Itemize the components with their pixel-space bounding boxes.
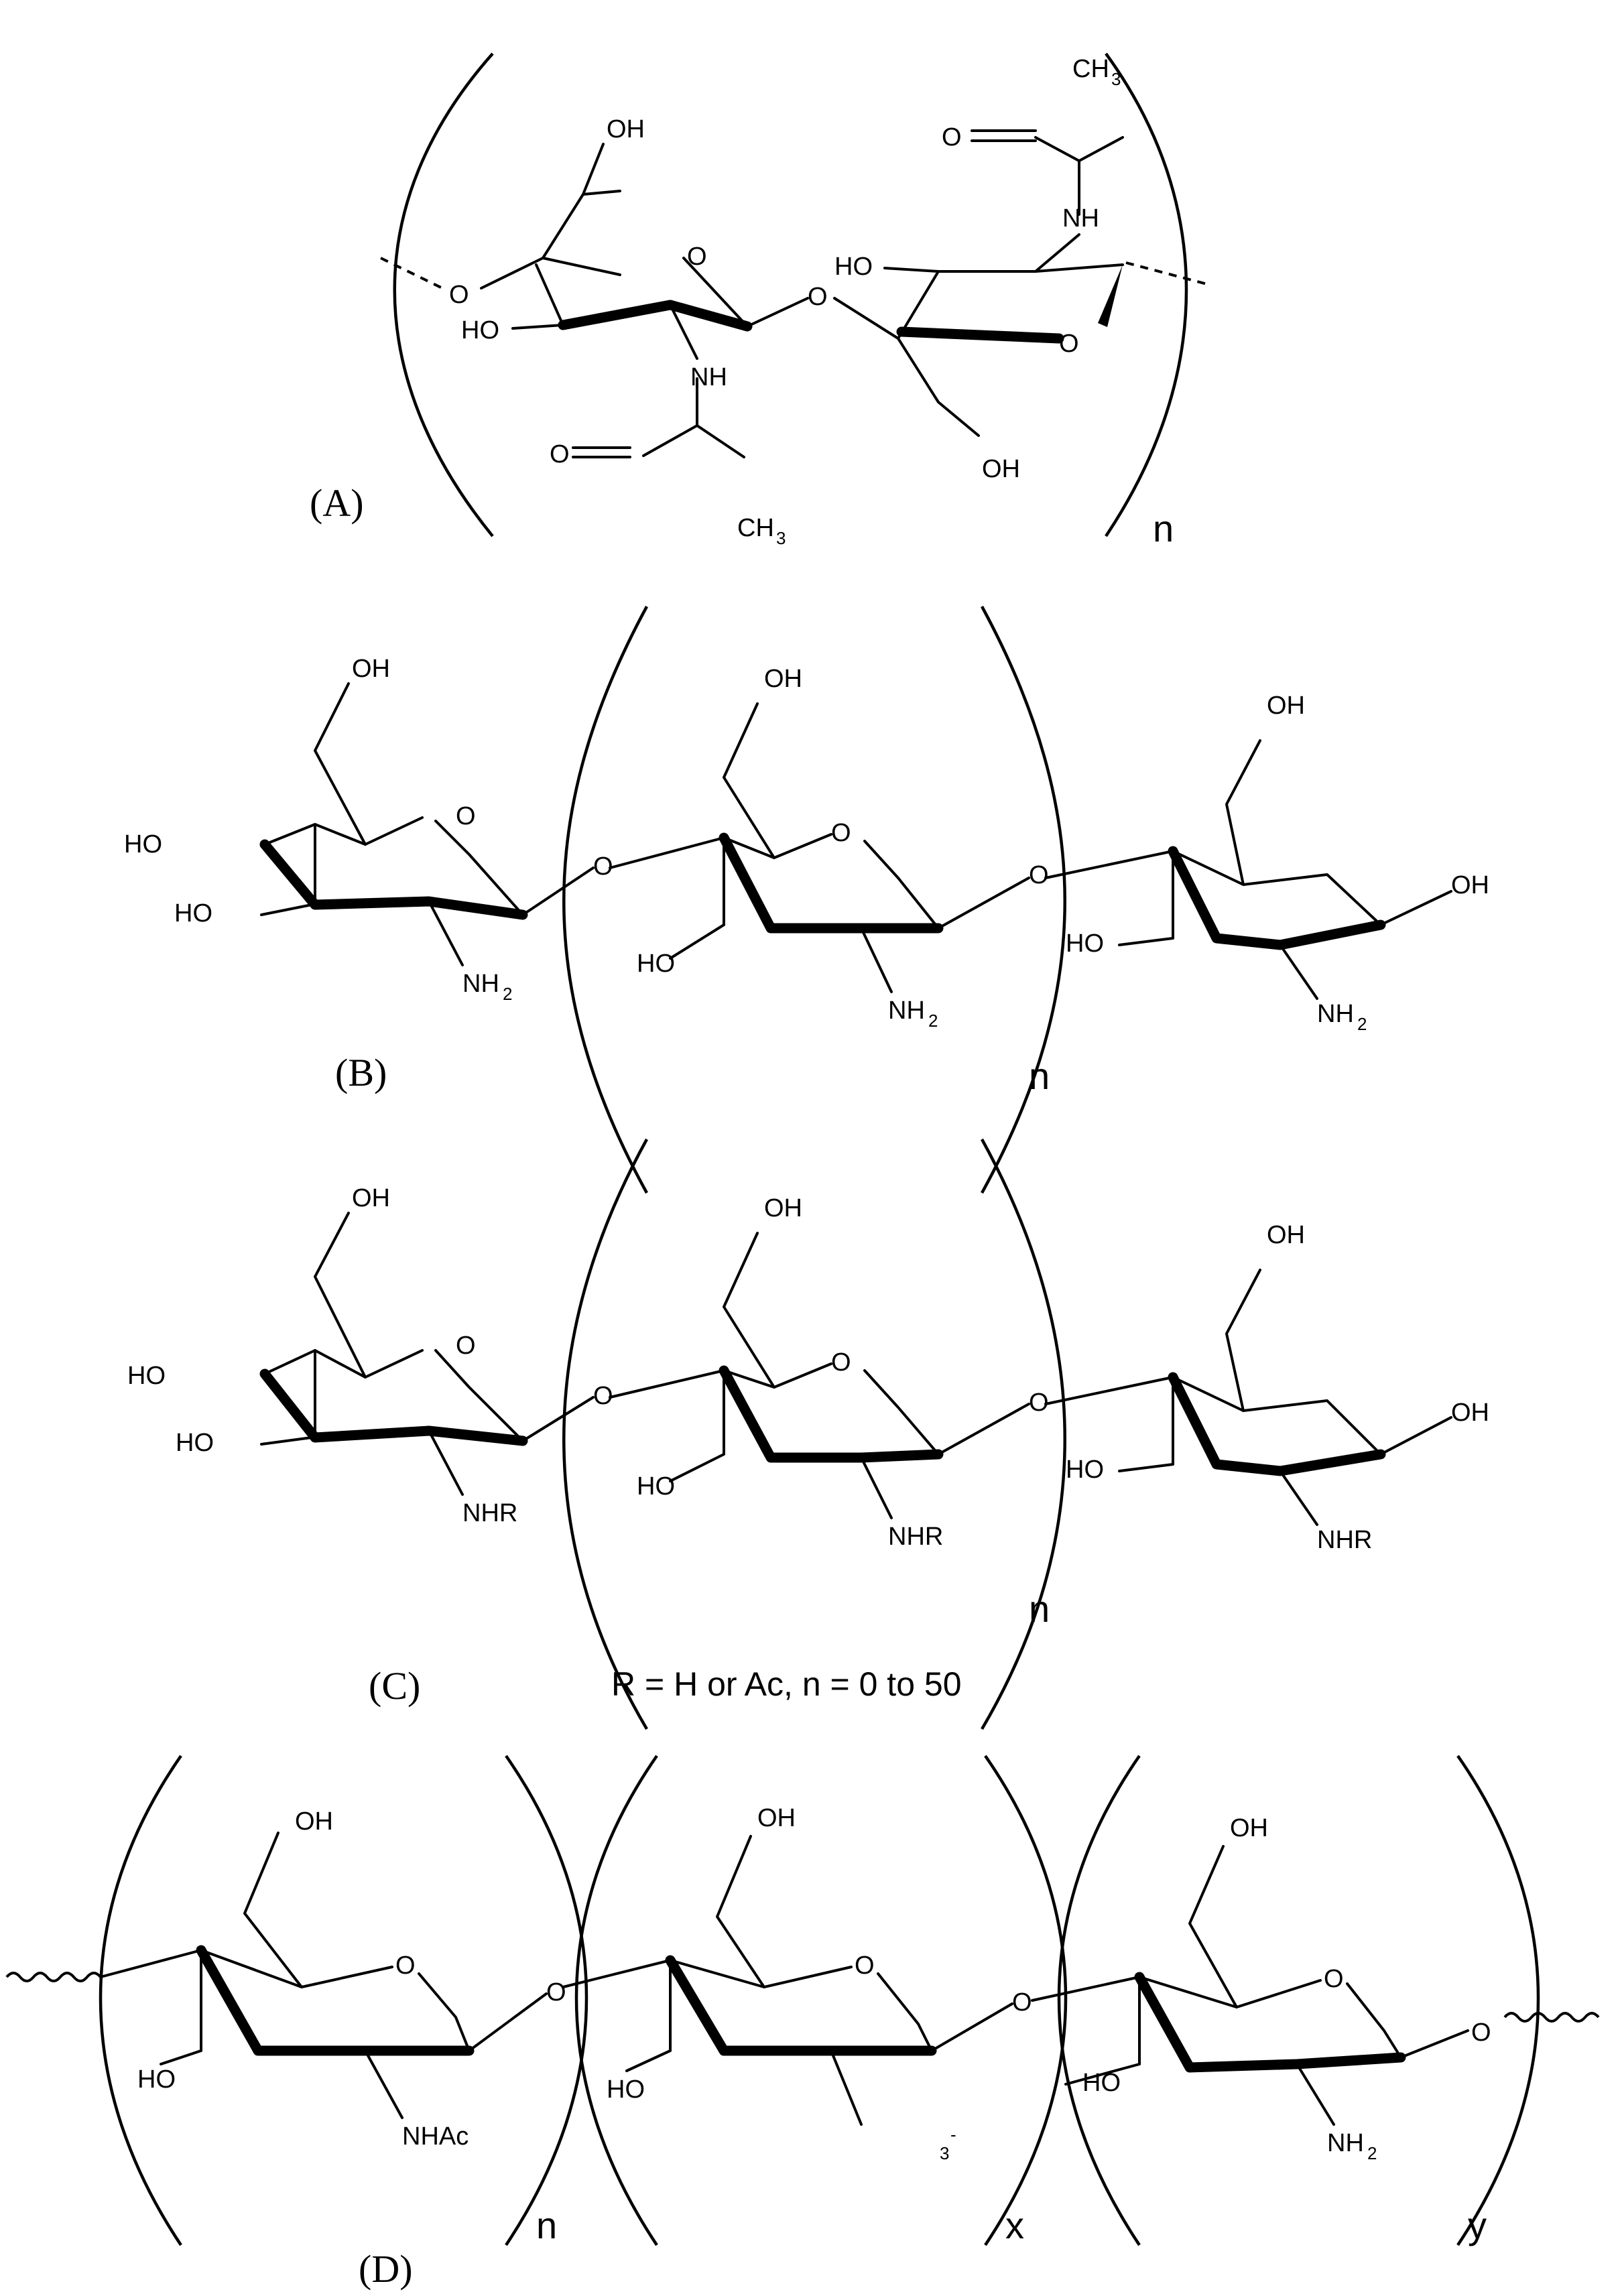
atom-oh: OH <box>1451 1399 1489 1427</box>
atom-nhr: NHR <box>888 1523 943 1551</box>
atom-subscript: 2 <box>1367 2143 1377 2163</box>
atom-ho: HO <box>1066 1456 1104 1484</box>
panel-a-open-paren <box>393 52 494 537</box>
panel-d-repeat-y: y <box>1468 2204 1487 2246</box>
atom-o: O <box>1471 2019 1491 2047</box>
atom-o: O <box>808 283 828 311</box>
atom-o: O <box>855 1952 875 1980</box>
atom-subscript: 2 <box>928 1011 938 1031</box>
atom-o: O <box>593 1382 613 1410</box>
atom-o: O <box>456 802 476 830</box>
atom-subscript: 3 <box>776 528 786 548</box>
panel-d-paren-n-close <box>505 1755 588 2246</box>
panel-c-label: (C) <box>369 1664 420 1708</box>
atom-ho: HO <box>607 2076 645 2104</box>
atom-ho: HO <box>137 2065 176 2094</box>
chain-continuation-left <box>5 1972 102 1982</box>
atom-o: O <box>1059 330 1079 358</box>
atom-o: O <box>593 852 613 881</box>
atom-ch3: CH <box>737 514 774 542</box>
atom-o: O <box>449 281 469 309</box>
panel-a-chitin: OH O O HO NH O CH 3 O HO O NH O CH 3 OH … <box>310 52 1210 550</box>
atom-ho: HO <box>176 1429 214 1457</box>
atom-ho: HO <box>461 316 499 344</box>
panel-a-close-paren <box>1105 52 1188 537</box>
atom-oh: OH <box>1230 1814 1268 1842</box>
atom-o: O <box>831 1348 851 1377</box>
panel-d-paren-x-close <box>984 1755 1068 2246</box>
atom-o: O <box>1324 1965 1344 1993</box>
atom-ho: HO <box>124 830 162 858</box>
atom-ho: HO <box>637 1472 675 1501</box>
atom-nh2: NH <box>1327 2129 1364 2157</box>
atom-nh2: NH <box>462 970 499 998</box>
atom-o: O <box>550 440 570 468</box>
atom-o: O <box>1029 861 1049 889</box>
panel-d-repeat-n: n <box>536 2204 557 2246</box>
atom-oh: OH <box>352 1184 390 1212</box>
panel-c-note: R = H or Ac, n = 0 to 50 <box>611 1665 962 1703</box>
atom-nh2: NH <box>888 997 925 1025</box>
atom-nhr: NHR <box>1317 1526 1372 1554</box>
atom-ho: HO <box>127 1362 166 1390</box>
panel-d-copolymer: OH O HO NHAc O OH O HO 3 - O OH O HO NH … <box>5 1755 1600 2291</box>
atom-oh: OH <box>764 665 802 693</box>
atom-oh: OH <box>295 1807 333 1836</box>
atom-oh: OH <box>764 1194 802 1222</box>
chain-continuation-right <box>1503 2012 1600 2023</box>
panel-c-open-paren <box>562 1138 648 1730</box>
atom-o: O <box>395 1952 416 1980</box>
atom-o: O <box>1029 1389 1049 1417</box>
atom-o: O <box>831 819 851 847</box>
panel-b-close-paren <box>981 605 1066 1194</box>
panel-d-paren-y-open <box>1057 1755 1141 2246</box>
atom-oh: OH <box>352 655 390 683</box>
atom-oh: OH <box>1451 871 1489 899</box>
panel-c-repeat-n: n <box>1029 1588 1050 1630</box>
panel-d-paren-x-open <box>574 1755 658 2246</box>
atom-ho: HO <box>1082 2069 1121 2097</box>
atom-ho: HO <box>174 899 212 928</box>
atom-o: O <box>687 243 707 271</box>
atom-o: O <box>1012 1988 1032 2017</box>
atom-oh: OH <box>982 455 1020 483</box>
panel-d-label: (D) <box>359 2247 413 2291</box>
atom-subscript: 3 <box>940 2143 949 2163</box>
atom-nhac: NHAc <box>402 2122 469 2151</box>
panel-b-repeat-n: n <box>1029 1055 1050 1097</box>
atom-ho: HO <box>1066 930 1104 958</box>
atom-o: O <box>456 1332 476 1360</box>
atom-ho: HO <box>834 253 873 281</box>
panel-c-chitooligosaccharide: OH O HO HO NHR O OH O HO NHR O OH OH HO … <box>127 1138 1489 1730</box>
panel-b-chitosan: OH O HO HO NH 2 O OH O HO NH 2 O OH OH H… <box>124 605 1489 1194</box>
atom-subscript: 3 <box>1111 69 1121 89</box>
panel-d-repeat-x: x <box>1005 2204 1024 2246</box>
atom-oh: OH <box>757 1804 796 1832</box>
panel-c-close-paren <box>981 1138 1066 1730</box>
panel-b-open-paren <box>562 605 648 1194</box>
atom-oh: OH <box>1267 692 1305 720</box>
atom-o: O <box>942 123 962 151</box>
atom-subscript: 2 <box>1357 1014 1367 1034</box>
atom-charge: - <box>950 2124 956 2145</box>
atom-o: O <box>546 1978 566 2006</box>
atom-nh: NH <box>1062 204 1099 233</box>
atom-oh: OH <box>1267 1221 1305 1249</box>
atom-nh: NH <box>690 363 727 391</box>
panel-a-repeat-n: n <box>1153 507 1174 550</box>
panel-d-paren-n-open <box>99 1755 182 2246</box>
atom-nhr: NHR <box>462 1499 517 1527</box>
atom-subscript: 2 <box>503 984 512 1004</box>
panel-b-label: (B) <box>335 1051 387 1094</box>
atom-oh: OH <box>607 115 645 143</box>
atom-ho: HO <box>637 950 675 978</box>
panel-d-paren-y-close <box>1456 1755 1540 2246</box>
atom-nh2: NH <box>1317 1000 1354 1028</box>
panel-a-label: (A) <box>310 481 364 525</box>
atom-ch3: CH <box>1072 55 1109 83</box>
